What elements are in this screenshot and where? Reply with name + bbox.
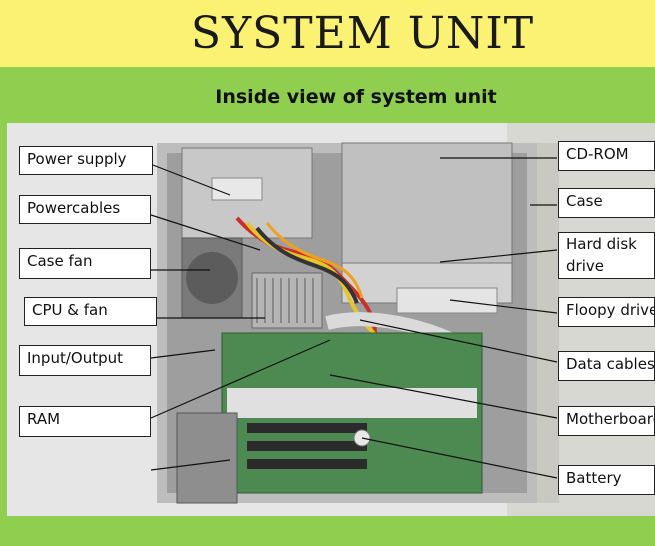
- label-cpu-fan-text: CPU & fan: [32, 301, 108, 319]
- label-hard-disk-text-line1: Hard disk: [566, 235, 637, 253]
- label-motherboard-text: Motherboard: [566, 410, 655, 428]
- label-cpu-fan: CPU & fan: [24, 297, 157, 326]
- label-case-fan: Case fan: [19, 248, 151, 279]
- label-data-cables-text: Data cables: [566, 355, 655, 373]
- title-band: [0, 0, 655, 67]
- label-hard-disk-drive: Hard disk drive: [558, 232, 655, 279]
- label-data-cables: Data cables: [558, 351, 655, 381]
- label-floppy-drive-text: Floopy drive: [566, 301, 655, 319]
- label-battery: Battery: [558, 465, 655, 495]
- label-powercables-text: Powercables: [27, 199, 121, 217]
- label-ram-text: RAM: [27, 410, 61, 428]
- label-floppy-drive: Floopy drive: [558, 297, 655, 327]
- label-cd-rom: CD-ROM: [558, 141, 655, 171]
- label-case-text: Case: [566, 192, 603, 210]
- label-cd-rom-text: CD-ROM: [566, 145, 629, 163]
- label-ram: RAM: [19, 406, 151, 437]
- label-input-output: Input/Output: [19, 345, 151, 376]
- label-motherboard: Motherboard: [558, 406, 655, 436]
- label-input-output-text: Input/Output: [27, 349, 123, 367]
- label-powercables: Powercables: [19, 195, 151, 224]
- label-hard-disk-text-line2: drive: [566, 257, 604, 275]
- label-case: Case: [558, 188, 655, 218]
- label-case-fan-text: Case fan: [27, 252, 93, 270]
- diagram-subtitle: Inside view of system unit: [215, 86, 497, 108]
- page-title: SYSTEM UNIT: [190, 8, 535, 59]
- label-battery-text: Battery: [566, 469, 622, 487]
- label-power-supply: Power supply: [19, 146, 153, 175]
- label-power-supply-text: Power supply: [27, 150, 127, 168]
